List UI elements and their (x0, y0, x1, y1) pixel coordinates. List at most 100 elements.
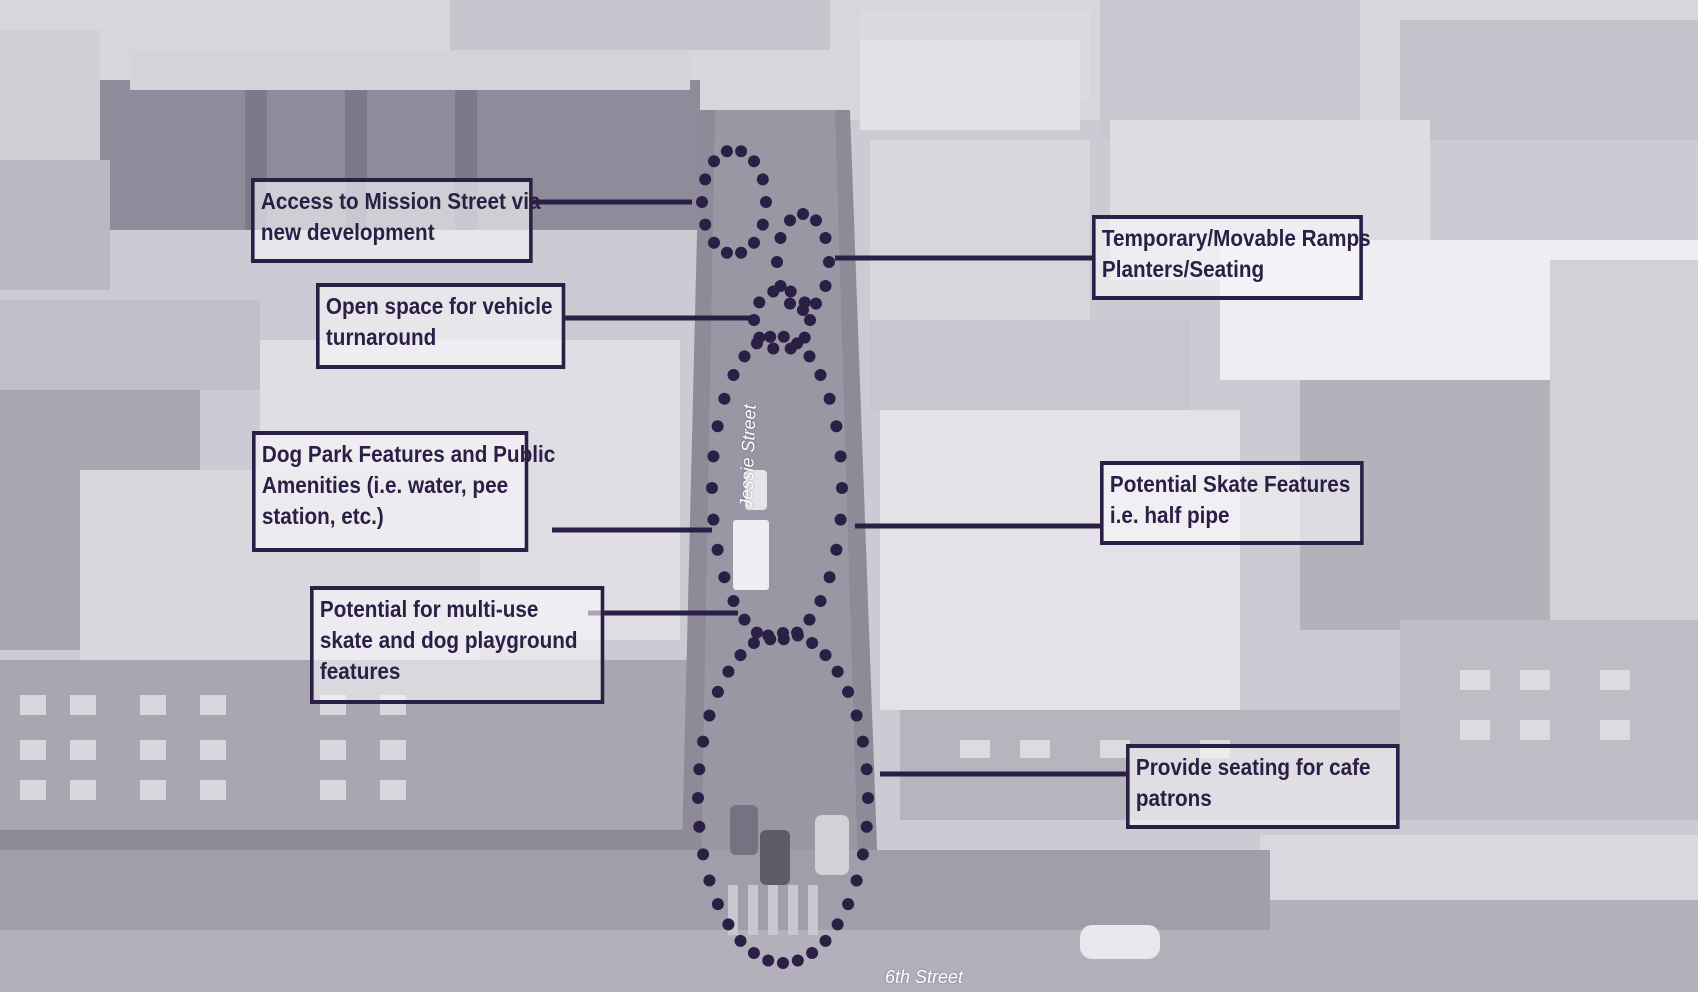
outline-dot (747, 637, 760, 649)
outline-dot (777, 330, 790, 343)
callout-ramps: Temporary/Movable Ramps Planters/Seating (1092, 215, 1371, 300)
outline-dot (748, 314, 760, 326)
outline-dot (718, 392, 731, 405)
callout-dog-park-line-3: station, etc.) (261, 503, 384, 529)
callout-ramps-line-2: Planters/Seating (1101, 256, 1265, 282)
outline-dot (850, 874, 863, 887)
outline-dot (834, 450, 847, 463)
outline-dot (693, 763, 706, 776)
outline-dot (747, 947, 760, 959)
dotted-zone-turnaround (748, 285, 816, 355)
outline-dot (834, 513, 847, 526)
outline-dot (836, 482, 848, 494)
outline-dot (764, 330, 777, 343)
outline-dot (791, 954, 804, 967)
callout-multi-use-line-3: features (319, 658, 401, 684)
outline-dot (810, 214, 822, 227)
outline-dot (791, 629, 804, 642)
outline-dot (734, 649, 747, 662)
dotted-zone-outlines (692, 145, 874, 969)
outline-dot (720, 145, 733, 158)
jessie-street-label: Jessie Street (736, 404, 760, 509)
dotted-zone-main-alley (706, 330, 848, 646)
outline-dot (738, 350, 751, 363)
outline-dot (823, 256, 835, 268)
outline-dot (722, 665, 735, 678)
callout-mission-access: Access to Mission Street via new develop… (251, 178, 540, 263)
outline-dot (819, 232, 832, 244)
outline-dot (797, 208, 809, 220)
dotted-zone-north-access (696, 145, 772, 259)
outline-dot (711, 898, 724, 911)
outline-dot (804, 314, 816, 326)
outline-dot (734, 934, 747, 947)
outline-dot (862, 792, 874, 804)
callout-multi-use: Potential for multi-use skate and dog pl… (310, 586, 605, 704)
callout-vehicle-turnaround-line-2: turnaround (325, 324, 437, 350)
outline-dot (711, 420, 724, 433)
outline-dot (693, 820, 706, 833)
outline-dot (697, 848, 710, 861)
outline-dot (791, 337, 804, 350)
callout-vehicle-turnaround: Open space for vehicle turnaround (316, 283, 566, 369)
callout-multi-use-line-2: skate and dog playground (319, 627, 578, 653)
outline-dot (756, 173, 769, 186)
outline-dot (738, 613, 751, 626)
outline-dot (784, 297, 796, 310)
callout-multi-use-line-1: Potential for multi-use (319, 596, 539, 622)
outline-dot (819, 649, 832, 662)
outline-dot (711, 543, 724, 556)
outline-dot (767, 285, 780, 298)
outline-dot (803, 613, 816, 626)
outline-dot (708, 155, 720, 168)
outline-dot (748, 236, 760, 249)
sixth-street-label: 6th Street (885, 967, 964, 987)
outline-dot (762, 954, 775, 967)
outline-dot (708, 236, 720, 249)
outline-dot (850, 709, 863, 722)
outline-dot (703, 709, 716, 722)
outline-dot (735, 145, 748, 158)
callout-cafe-seating: Provide seating for cafe patrons (1126, 744, 1400, 829)
outline-dot (699, 218, 712, 231)
dotted-zone-ramps (771, 208, 835, 316)
dotted-zone-south-alley (692, 627, 874, 969)
callout-skate-line-1: Potential Skate Features (1109, 471, 1351, 497)
callout-vehicle-turnaround-line-1: Open space for vehicle (325, 293, 553, 319)
outline-dot (831, 918, 844, 931)
outline-dot (777, 957, 789, 969)
outline-dot (819, 934, 832, 947)
outline-dot (707, 450, 720, 463)
callout-ramps-line-1: Temporary/Movable Ramps (1101, 225, 1371, 251)
outline-dot (810, 297, 822, 310)
outline-dot (860, 763, 873, 776)
callout-skate: Potential Skate Features i.e. half pipe (1100, 461, 1364, 545)
outline-dot (823, 392, 836, 405)
outline-dot (831, 665, 844, 678)
outline-dot (842, 685, 855, 698)
outline-dot (727, 595, 740, 607)
callout-mission-access-line-2: new development (260, 219, 435, 245)
callout-skate-line-2: i.e. half pipe (1109, 502, 1230, 528)
outline-dot (703, 874, 716, 887)
outline-dot (830, 543, 843, 556)
outline-dot (856, 735, 869, 748)
outline-dot (756, 218, 769, 231)
outline-dot (706, 482, 718, 494)
outline-dot (720, 246, 733, 259)
outline-dot (707, 513, 720, 526)
outline-dot (777, 627, 789, 639)
outline-dot (753, 296, 766, 309)
outline-dot (750, 337, 763, 350)
outline-dot (762, 629, 775, 642)
outline-dot (830, 420, 843, 433)
outline-dot (806, 637, 819, 649)
outline-dot (760, 196, 772, 208)
callout-dog-park-line-1: Dog Park Features and Public (261, 441, 556, 467)
outline-dot (727, 369, 740, 381)
outline-dot (748, 155, 760, 168)
callout-cafe-seating-line-2: patrons (1135, 785, 1212, 811)
outline-dot (784, 285, 797, 298)
